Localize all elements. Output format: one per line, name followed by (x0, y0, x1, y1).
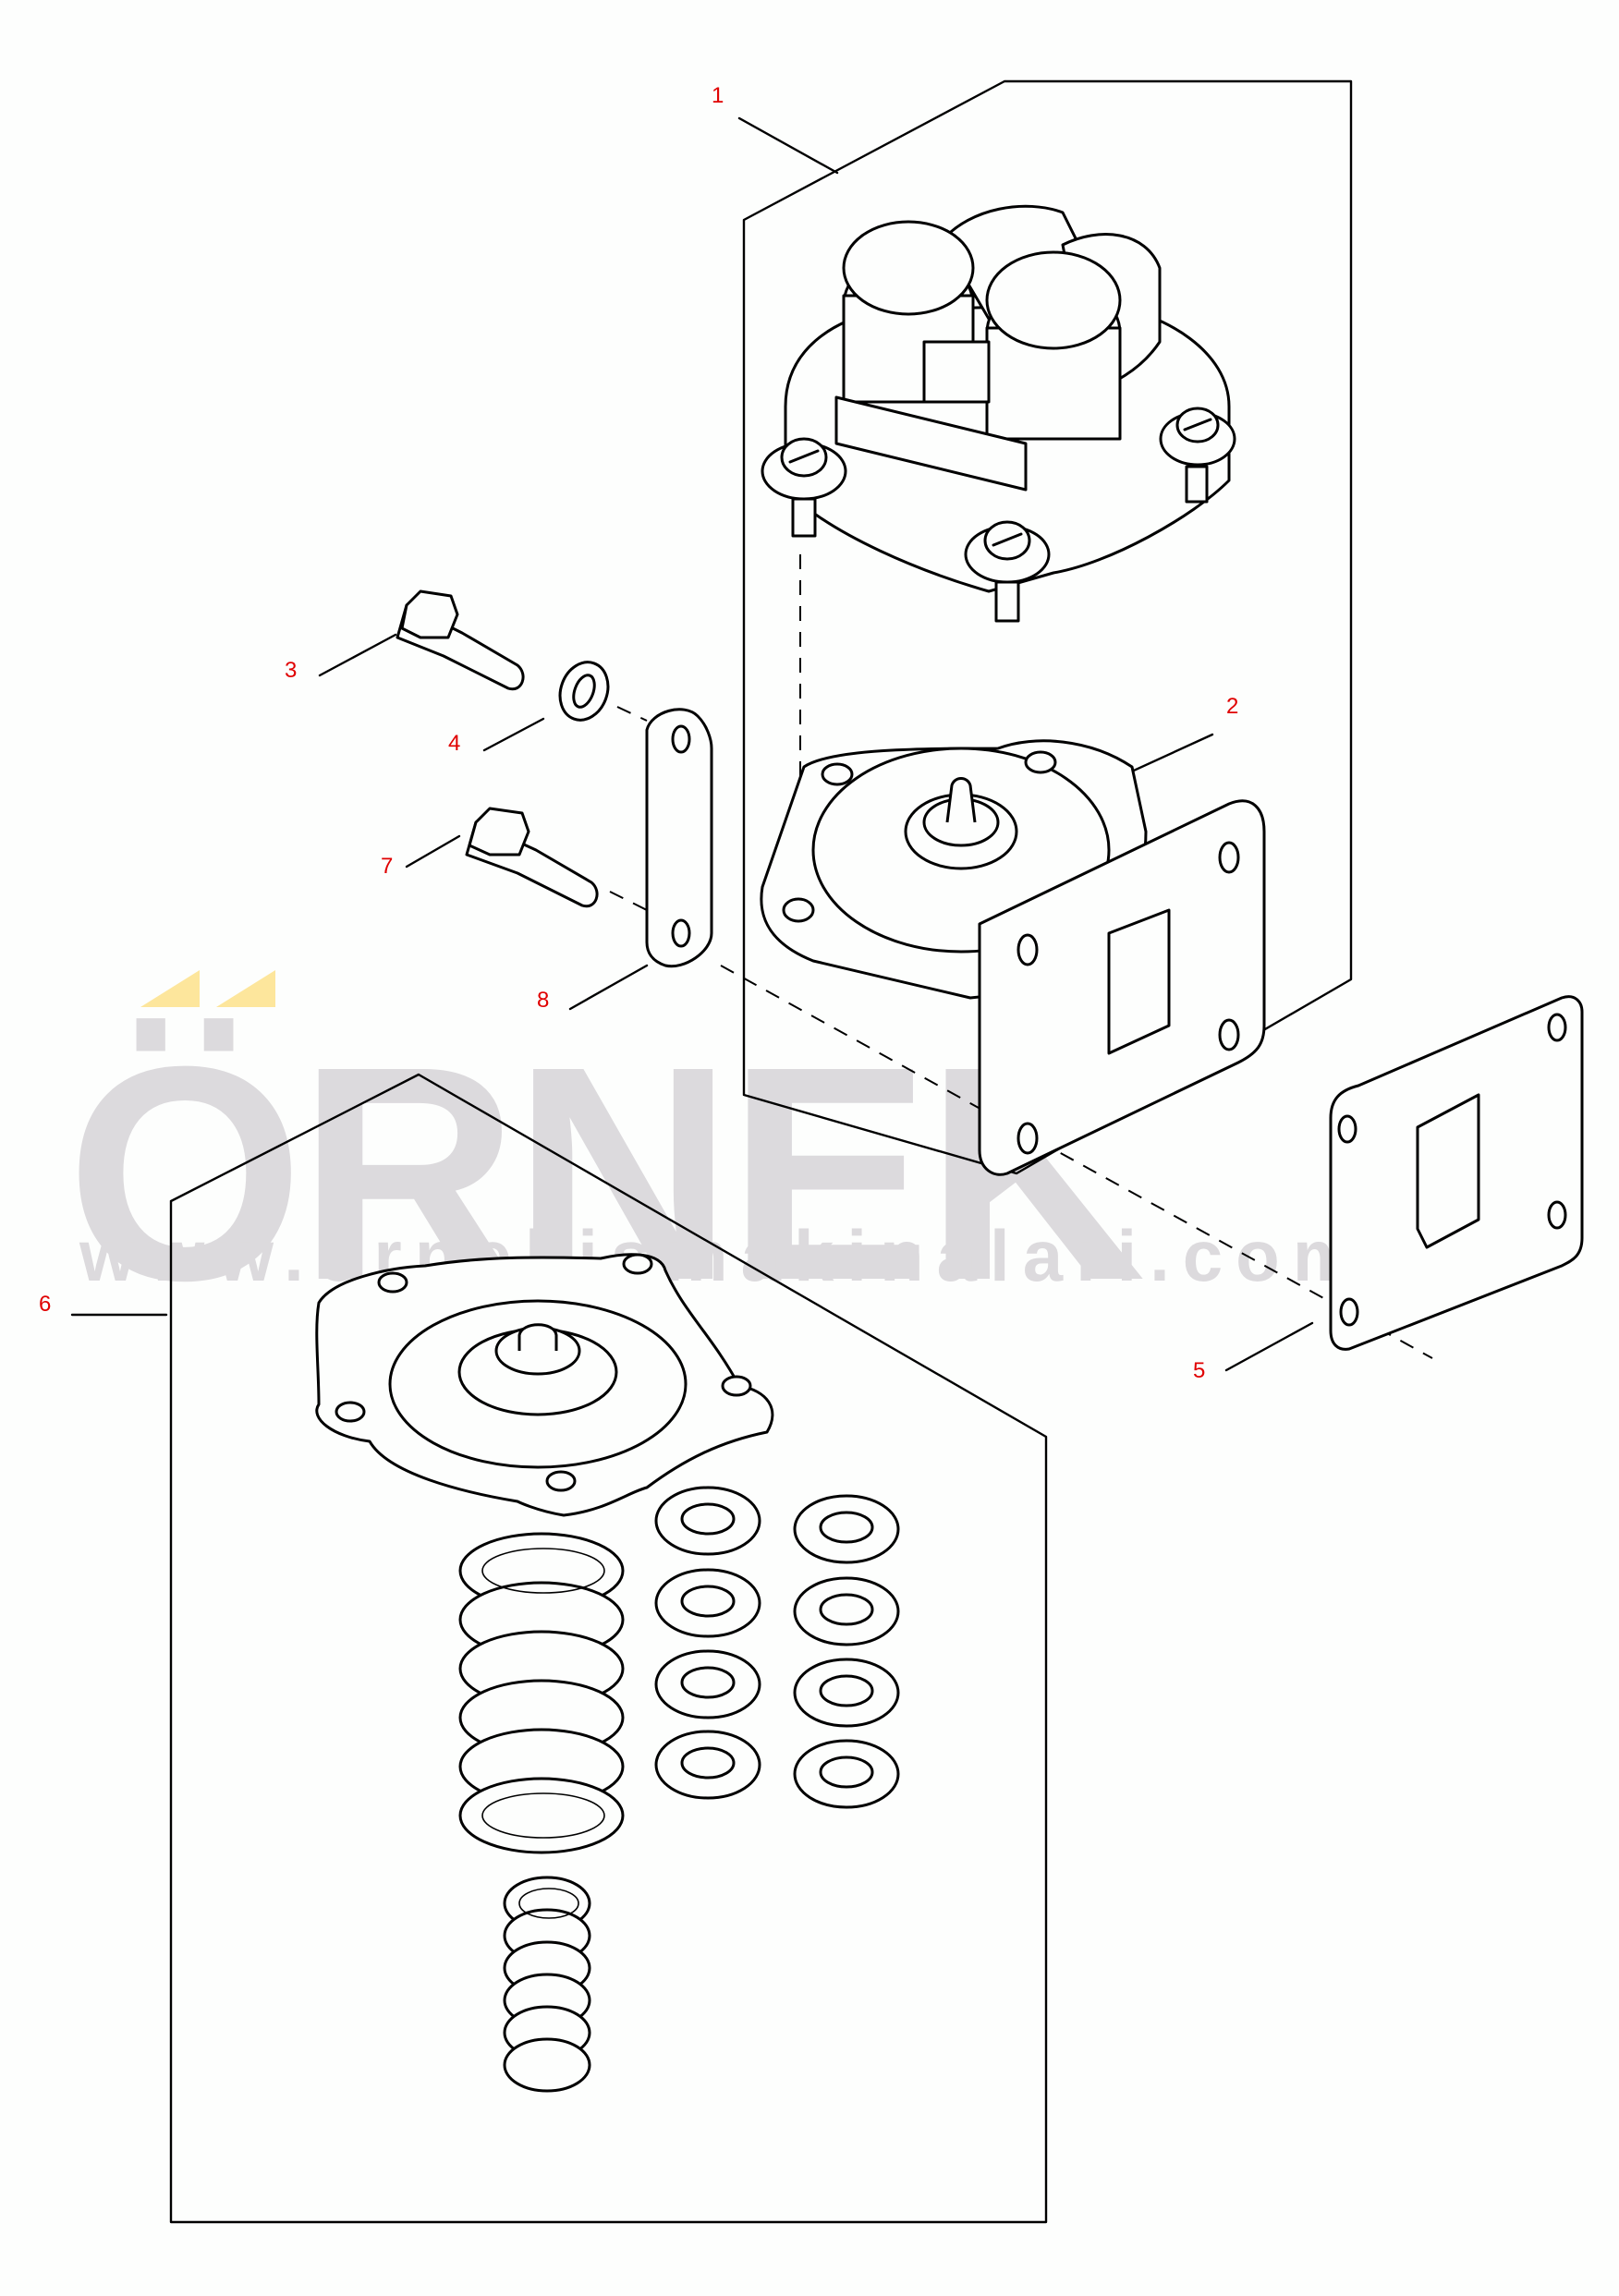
part-1-valve-cover[interactable] (761, 204, 1236, 623)
part-6-large-spring[interactable] (458, 1532, 625, 1854)
part-2-valve-body[interactable] (760, 739, 1266, 1176)
callout-6[interactable]: 6 (39, 1292, 52, 1317)
group-box-1 (742, 79, 1353, 1175)
part-7-hex-bolt[interactable] (465, 807, 599, 908)
callout-8[interactable]: 8 (537, 988, 550, 1013)
callout-4[interactable]: 4 (448, 731, 461, 756)
part-6-washers[interactable] (654, 1486, 900, 1809)
part-6-small-spring[interactable] (503, 1876, 591, 2093)
callout-5[interactable]: 5 (1193, 1358, 1206, 1383)
callout-7[interactable]: 7 (381, 854, 394, 879)
part-8-link-plate[interactable] (645, 708, 713, 968)
group-box-6 (169, 1073, 1048, 2224)
callout-2[interactable]: 2 (1226, 694, 1239, 719)
callout-3[interactable]: 3 (285, 658, 298, 683)
part-4-washer[interactable] (553, 655, 616, 726)
callout-1[interactable]: 1 (712, 83, 724, 108)
part-3-hex-bolt[interactable] (396, 589, 525, 691)
part-5-gasket[interactable] (1329, 995, 1584, 1351)
part-6-diaphragm[interactable] (315, 1253, 774, 1517)
